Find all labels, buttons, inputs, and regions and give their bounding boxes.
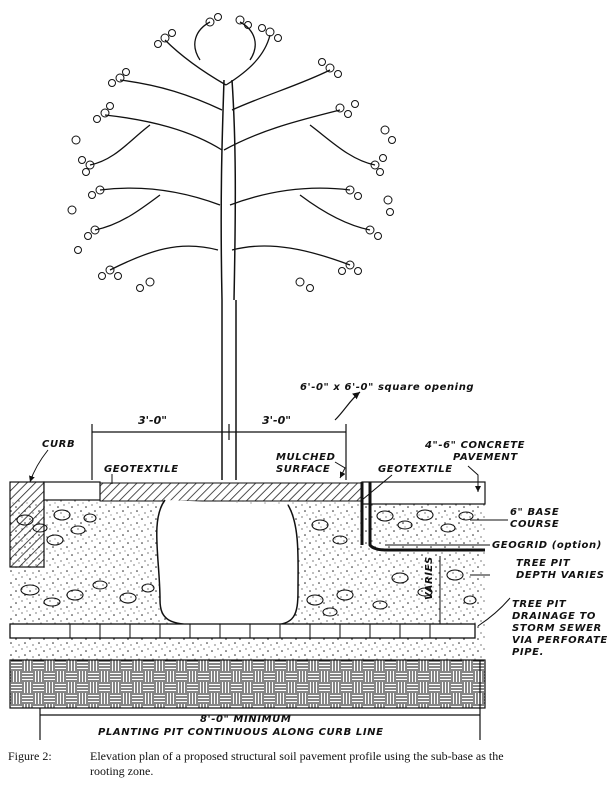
label-curb: CURB xyxy=(42,439,75,450)
label-drainage-4: VIA PERFORATE xyxy=(512,635,608,646)
label-course: COURSE xyxy=(510,519,559,530)
label-geotextile-left: GEOTEXTILE xyxy=(104,464,179,475)
dimension-left: 3'-0" xyxy=(138,414,167,427)
label-pavement: PAVEMENT xyxy=(453,452,518,463)
label-surface: SURFACE xyxy=(276,464,330,475)
tree-trunk xyxy=(220,79,237,480)
figure-label: Figure 2: xyxy=(8,749,52,763)
label-opening: 6'-0" x 6'-0" square opening xyxy=(300,382,474,393)
label-mulched: MULCHED xyxy=(276,452,335,463)
label-drainage-3: STORM SEWER xyxy=(512,623,602,634)
dimension-lines xyxy=(91,391,361,480)
label-minimum: 8'-0" MINIMUM xyxy=(200,714,291,725)
tree-canopy xyxy=(67,13,396,292)
label-drainage-5: PIPE. xyxy=(512,647,544,658)
label-drainage-1: TREE PIT xyxy=(512,599,567,610)
caption-text: Elevation plan of a proposed structural … xyxy=(90,749,504,778)
leader-lines xyxy=(29,449,511,627)
label-base: 6" BASE xyxy=(510,507,559,518)
label-pit-depth-2: DEPTH VARIES xyxy=(516,570,605,581)
label-drainage-2: DRAINAGE TO xyxy=(512,611,596,622)
label-varies: VARIES xyxy=(424,556,435,600)
label-continuous: PLANTING PIT CONTINUOUS ALONG CURB LINE xyxy=(98,727,384,738)
label-geogrid: GEOGRID (option) xyxy=(492,540,602,551)
dimension-right: 3'-0" xyxy=(262,414,291,427)
label-concrete: 4"-6" CONCRETE xyxy=(424,440,525,451)
soil-section xyxy=(9,481,486,740)
label-pit-depth-1: TREE PIT xyxy=(516,558,571,569)
label-geotextile-right: GEOTEXTILE xyxy=(378,464,453,475)
